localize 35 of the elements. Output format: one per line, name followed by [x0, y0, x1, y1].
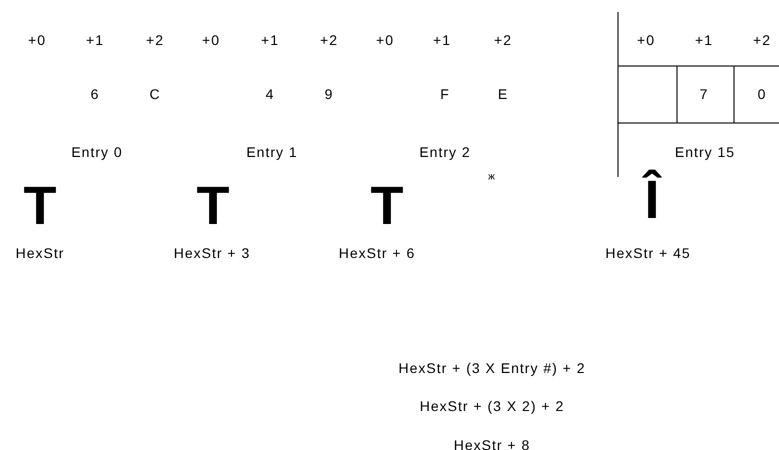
- address-label: HexStr + 3: [174, 245, 250, 261]
- formula-text: HexStr + 8: [454, 437, 530, 450]
- offset-label: +1: [433, 32, 451, 48]
- offset-label: +1: [86, 32, 104, 48]
- offset-label: +0: [376, 32, 394, 48]
- offset-label: +2: [494, 32, 512, 48]
- address-label: HexStr + 6: [338, 245, 416, 261]
- address-label: HexStr + 45: [605, 245, 691, 261]
- hex-digit: E: [498, 86, 508, 102]
- hex-digit: C: [149, 86, 161, 102]
- formula-text: HexStr + (3 X 2) + 2: [420, 398, 564, 414]
- offset-label: +0: [28, 32, 46, 48]
- address-label: HexStr: [16, 245, 64, 261]
- hex-digit: 7: [700, 86, 708, 102]
- offset-label: +0: [202, 32, 220, 48]
- entry-label: Entry 15: [674, 144, 736, 160]
- ellipsis-glyph: ж: [488, 172, 496, 182]
- hex-digit: 9: [324, 86, 334, 102]
- pointer-glyph: T: [370, 179, 404, 233]
- pointer-glyph: T: [196, 179, 230, 233]
- hex-digit: 6: [90, 86, 100, 102]
- hex-digit: 0: [758, 86, 766, 102]
- entry-label: Entry 1: [246, 144, 298, 160]
- offset-label: +1: [261, 32, 279, 48]
- entry-label: Entry 2: [419, 144, 471, 160]
- hex-digit: F: [440, 86, 450, 102]
- offset-label: +0: [637, 32, 655, 48]
- hex-digit: 4: [266, 86, 274, 102]
- formula-text: HexStr + (3 X Entry #) + 2: [398, 360, 586, 376]
- offset-label: +2: [146, 32, 164, 48]
- pointer-glyph: T: [24, 179, 56, 233]
- offset-label: +2: [753, 32, 771, 48]
- entry-label: Entry 0: [71, 144, 123, 160]
- offset-label: +1: [695, 32, 713, 48]
- offset-label: +2: [320, 32, 338, 48]
